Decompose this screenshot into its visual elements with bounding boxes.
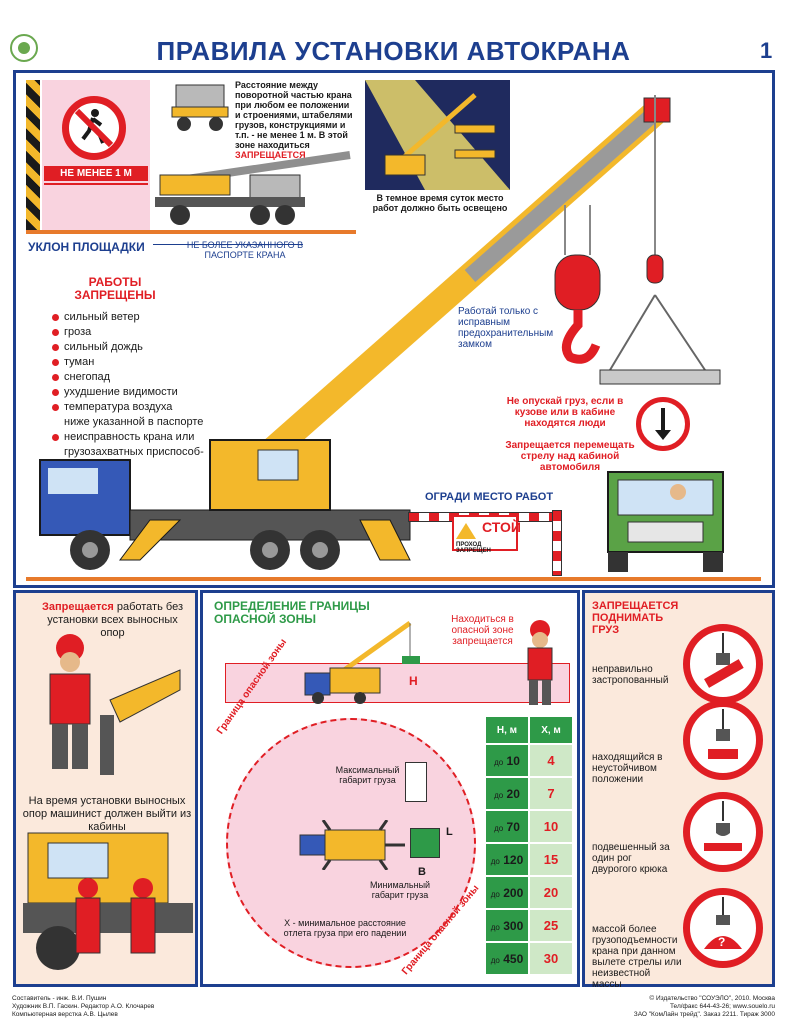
forbidden-item-text: неправильно застропованный (592, 664, 669, 686)
max-load-box (405, 762, 427, 802)
condition-item: сильный ветер (52, 310, 222, 325)
table-row: до 10 4 (484, 743, 574, 778)
table-row: до 200 20 (484, 875, 574, 910)
crane-top-view-illustration (299, 820, 405, 870)
weather-conditions-list: сильный ветер гроза сильный дождь туман … (52, 310, 222, 475)
no-lower-rule: Не опускай груз, если в кузове или в каб… (506, 396, 624, 429)
night-rule-text: В темное время суток место работ должно … (372, 193, 508, 213)
condition-item: туман (52, 355, 222, 370)
hook-rule-text: Работай только с исправным предохранител… (458, 306, 554, 350)
forbidden-lifts-title: ЗАПРЕЩАЕТСЯ ПОДНИМАТЬ ГРУЗ (592, 600, 679, 636)
condition-item: сильный дождь (52, 340, 222, 355)
down-arrow-prohibition-icon (636, 397, 690, 451)
wrong-sling-icon (683, 624, 763, 704)
credits-right: © Издательство "СОУЭЛО", 2010. Москва Те… (633, 995, 775, 1018)
single-horn-hook-icon (683, 792, 763, 872)
stop-sign-sub: ПРОХОД ЗАПРЕЩЕН (456, 542, 491, 554)
site-ground-line (26, 230, 356, 234)
hazard-wall (26, 80, 40, 230)
stop-sign: СТОЙ ПРОХОД ЗАПРЕЩЕН (452, 515, 521, 554)
slope-title: УКЛОН ПЛОЩАДКИ (28, 240, 145, 254)
height-label: Н (409, 674, 418, 688)
page-title: ПРАВИЛА УСТАНОВКИ АВТОКРАНА (156, 36, 631, 66)
distance-rule-text: Расстояние между поворотной частью крана… (235, 80, 353, 160)
min-load-box (410, 828, 440, 858)
forbidden-item-text: подвешенный за один рог двурогого крюка (592, 842, 670, 875)
distance-table: Н, м Х, м до 10 4 до 20 7 до 70 10 до 12… (484, 715, 574, 976)
condition-item: грузозахватных приспособ- (64, 446, 204, 458)
unknown-mass-icon: ? (683, 888, 763, 968)
danger-zone-title: ОПРЕДЕЛЕНИЕ ГРАНИЦЫ ОПАСНОЙ ЗОНЫ (214, 599, 370, 626)
danger-zone-profile (225, 663, 570, 703)
condition-item: температура воздуха (52, 400, 222, 415)
operator-exit-rule: На время установки выносных опор машинис… (22, 795, 192, 833)
load-with-sling-illustration (599, 95, 721, 385)
barrier-post (552, 510, 562, 576)
works-forbidden-title: РАБОТЫ ЗАПРЕЩЕНЫ (74, 275, 156, 302)
table-row: до 20 7 (484, 776, 574, 811)
condition-item: неисправность крана или (52, 430, 222, 445)
outriggers-rule: Запрещается работать без установки всех … (42, 601, 183, 639)
min-load-size-label: Минимальный габарит груза (369, 880, 431, 900)
min-distance-label: НЕ МЕНЕЕ 1 М (44, 166, 148, 181)
green-truck-illustration (607, 471, 724, 572)
no-entry-person-icon (62, 96, 126, 160)
condition-item: ниже указанной в паспорте (64, 416, 204, 428)
crane-side-view-illustration (155, 151, 351, 225)
condition-item: ухудшение видимости (52, 385, 222, 400)
unknown-mass-question: ? (718, 935, 726, 949)
unstable-load-icon (683, 700, 763, 780)
main-ground-line (26, 577, 761, 581)
operator-exit-illustration (23, 832, 193, 970)
slope-note: НЕ БОЛЕЕ УКАЗАННОГО В ПАСПОРТЕ КРАНА (186, 240, 304, 260)
distance-arrow (44, 183, 148, 185)
condition-item: снегопад (52, 370, 222, 385)
in-zone-forbidden-rule: Находиться в опасной зоне запрещается (451, 614, 514, 647)
publisher-logo-icon (10, 34, 38, 62)
main-crane-illustration (39, 97, 671, 570)
safety-hook-icon (554, 205, 601, 364)
mini-crane-illustration (304, 620, 420, 704)
night-scene (365, 80, 510, 190)
credits-left: Составитель - инж. В.И. Пушин Художник В… (12, 995, 155, 1018)
x-distance-note: Х - минимальное расстояние отлета груза … (283, 918, 407, 938)
no-boom-over-cab-rule: Запрещается перемещать стрелу над кабино… (505, 440, 635, 473)
page-number: 1 (760, 38, 773, 63)
forbidden-item-text: находящийся в неустойчивом положении (592, 752, 663, 785)
stop-sign-label: СТОЙ (482, 519, 521, 535)
table-head-x: Х, м (528, 715, 574, 745)
crane-rear-view-illustration (171, 84, 229, 131)
table-row: до 450 30 (484, 941, 574, 976)
worker-outrigger-illustration (49, 634, 181, 775)
condition-item: гроза (52, 325, 222, 340)
table-row: до 300 25 (484, 908, 574, 943)
worker-in-zone-illustration (527, 620, 553, 705)
slope-arrow (153, 244, 303, 245)
warning-triangle-icon (456, 523, 476, 539)
b-label: В (418, 866, 426, 878)
table-row: до 120 15 (484, 842, 574, 877)
fence-rule: ОГРАДИ МЕСТО РАБОТ (425, 491, 554, 503)
table-head-h: Н, м (484, 715, 530, 745)
forbidden-item-text: массой более грузоподъемности крана при … (592, 924, 682, 990)
table-row: до 70 10 (484, 809, 574, 844)
max-load-size-label: Максимальный габарит груза (335, 765, 400, 785)
l-label: L (446, 826, 453, 838)
